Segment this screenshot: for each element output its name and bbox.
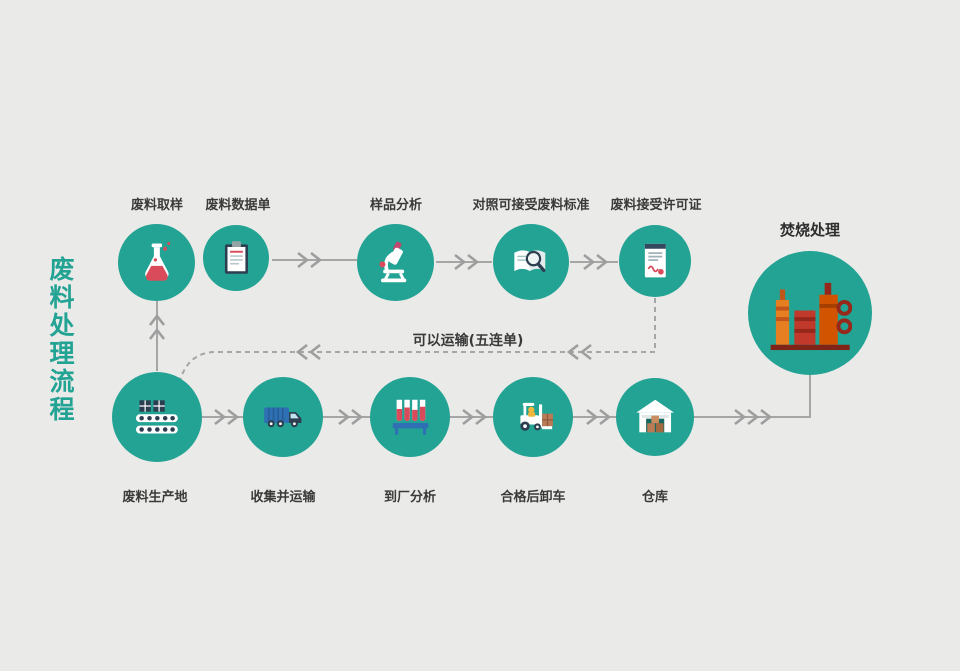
step-circle-standard-check (493, 224, 569, 300)
label-incineration: 焚烧处理 (779, 221, 841, 239)
dashed-return-line (179, 298, 656, 381)
conveyor-icon (136, 400, 178, 434)
step-circle-plant-analysis (370, 377, 450, 457)
step-circle-waste-source (112, 372, 202, 462)
arrow-right-icon (214, 251, 773, 426)
step-circle-sample-analysis (357, 224, 434, 301)
label-waste-source: 废料生产地 (122, 490, 188, 505)
flask-icon (144, 241, 170, 281)
clipboard-icon (224, 240, 248, 274)
book-magnifier-icon (514, 250, 546, 273)
arrow-up-icon (148, 313, 166, 340)
final-circle-incineration (748, 251, 872, 375)
label-sample-analysis: 样品分析 (369, 198, 423, 213)
label-acceptance-permit: 废料接受许可证 (610, 198, 702, 213)
test-tubes-icon (392, 399, 429, 435)
microscope-icon (379, 241, 406, 282)
label-waste-datasheet: 废料数据单 (205, 198, 271, 213)
step-circle-unload-after-pass (493, 377, 573, 457)
label-warehouse: 仓库 (641, 490, 669, 505)
arrow-left-icon (295, 343, 592, 361)
step-circle-acceptance-permit (619, 225, 691, 297)
step-circle-warehouse (616, 378, 694, 456)
label-collect-transport: 收集并运输 (250, 490, 316, 505)
label-plant-analysis: 到厂分析 (383, 490, 437, 505)
forklift-icon (520, 403, 554, 431)
factory-icon (770, 282, 853, 350)
step-circle-collect-transport (243, 377, 323, 457)
transport-note: 可以运输(五连单) (412, 333, 524, 349)
label-standard-check: 对照可接受废料标准 (472, 198, 590, 213)
label-unload-after-pass: 合格后卸车 (500, 490, 566, 505)
truck-icon (264, 407, 302, 428)
step-circle-waste-datasheet (203, 225, 269, 291)
page-title: 废料处理流程 (46, 256, 75, 424)
step-circle-waste-sampling (118, 224, 195, 301)
label-waste-sampling: 废料取样 (130, 198, 184, 213)
warehouse-icon (636, 399, 674, 433)
permit-document-icon (644, 243, 666, 278)
